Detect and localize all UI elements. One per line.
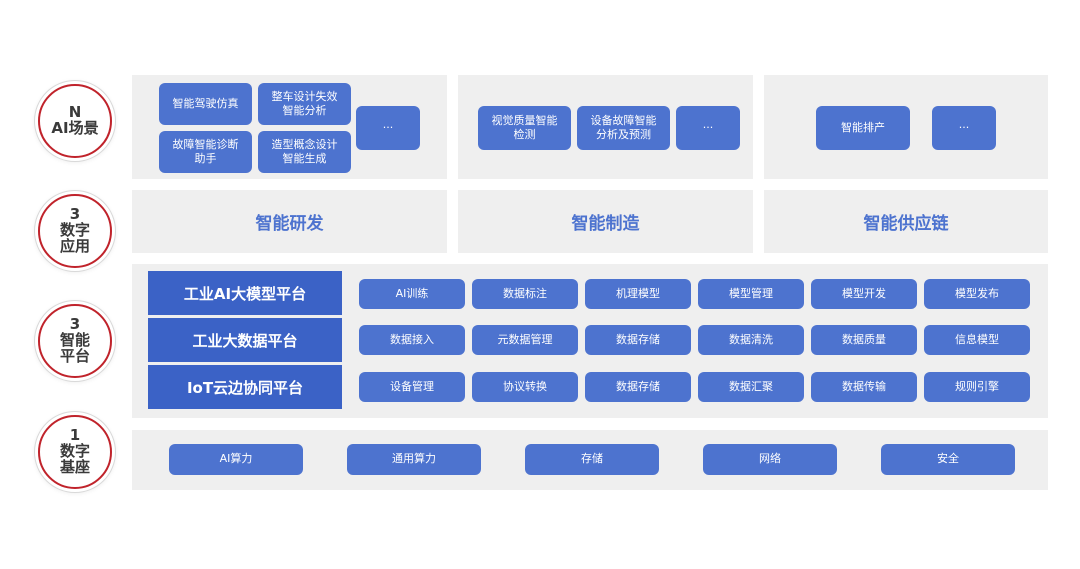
scenario-equipment-fault[interactable]: 设备故障智能 分析及预测 — [577, 106, 670, 150]
scenario-failure-analysis[interactable]: 整车设计失效 智能分析 — [258, 83, 351, 125]
foundation-item-storage[interactable]: 存储 — [525, 444, 659, 475]
platform-item[interactable]: 元数据管理 — [472, 325, 578, 355]
level-badge-intelligent-platform: 3 智能 平台 — [38, 304, 112, 378]
scenario-panel-rd: 智能驾驶仿真 整车设计失效 智能分析 故障智能诊断 助手 造型概念设计 智能生成… — [132, 75, 447, 179]
level-label-line2: 平台 — [59, 346, 90, 365]
platform-item[interactable]: 数据质量 — [811, 325, 917, 355]
foundation-item-network[interactable]: 网络 — [703, 444, 837, 475]
scenario-driving-simulation[interactable]: 智能驾驶仿真 — [159, 83, 252, 125]
platform-item[interactable]: AI训练 — [359, 279, 465, 309]
application-title: 智能制造 — [571, 214, 640, 234]
platform-item[interactable]: 数据存储 — [585, 372, 691, 402]
scenario-fault-diagnosis[interactable]: 故障智能诊断 助手 — [159, 131, 252, 173]
platform-item[interactable]: 模型发布 — [924, 279, 1030, 309]
level-badge-digital-applications: 3 数字 应用 — [38, 194, 112, 268]
platform-item[interactable]: 模型管理 — [698, 279, 804, 309]
platform-item[interactable]: 数据传输 — [811, 372, 917, 402]
platform-item[interactable]: 设备管理 — [359, 372, 465, 402]
platform-item[interactable]: 数据清洗 — [698, 325, 804, 355]
scenario-panel-manufacturing: 视觉质量智能 检测 设备故障智能 分析及预测 ··· — [458, 75, 753, 179]
platform-item[interactable]: 数据接入 — [359, 325, 465, 355]
foundation-item-ai-compute[interactable]: AI算力 — [169, 444, 303, 475]
platform-item[interactable]: 规则引擎 — [924, 372, 1030, 402]
level-number: 3 — [69, 205, 81, 224]
application-panel-rd: 智能研发 — [132, 190, 447, 253]
application-title: 智能供应链 — [863, 214, 949, 234]
application-title: 智能研发 — [255, 214, 324, 234]
scenario-more-button[interactable]: ··· — [676, 106, 740, 150]
level-label-line2: 应用 — [59, 236, 90, 255]
platform-item[interactable]: 数据汇聚 — [698, 372, 804, 402]
platform-item[interactable]: 数据标注 — [472, 279, 578, 309]
scenario-smart-scheduling[interactable]: 智能排产 — [816, 106, 910, 150]
application-panel-supply: 智能供应链 — [764, 190, 1048, 253]
level-number: 3 — [69, 315, 81, 334]
level-label: AI场景 — [51, 119, 99, 137]
platform-big-data[interactable]: 工业大数据平台 — [148, 318, 342, 362]
foundation-item-security[interactable]: 安全 — [881, 444, 1015, 475]
application-panel-manufacturing: 智能制造 — [458, 190, 753, 253]
level-label-line1: 数字 — [59, 221, 90, 240]
scenario-more-button[interactable]: ··· — [932, 106, 996, 150]
level-label-line1: 数字 — [59, 442, 90, 461]
platform-item[interactable]: 模型开发 — [811, 279, 917, 309]
scenario-more-button[interactable]: ··· — [356, 106, 420, 150]
platform-item[interactable]: 协议转换 — [472, 372, 578, 402]
platform-item[interactable]: 机理模型 — [585, 279, 691, 309]
scenario-panel-supply: 智能排产 ··· — [764, 75, 1048, 179]
level-label-line2: 基座 — [59, 457, 90, 476]
platform-ai-model[interactable]: 工业AI大模型平台 — [148, 271, 342, 315]
scenario-concept-design[interactable]: 造型概念设计 智能生成 — [258, 131, 351, 173]
foundation-item-general-compute[interactable]: 通用算力 — [347, 444, 481, 475]
level-label-line1: 智能 — [59, 331, 90, 350]
level-number: N — [68, 103, 82, 122]
platform-item[interactable]: 信息模型 — [924, 325, 1030, 355]
level-badge-ai-scenarios: N AI场景 — [38, 84, 112, 158]
level-badge-digital-foundation: 1 数字 基座 — [38, 415, 112, 489]
scenario-visual-inspection[interactable]: 视觉质量智能 检测 — [478, 106, 571, 150]
level-number: 1 — [69, 426, 81, 445]
platform-item[interactable]: 数据存储 — [585, 325, 691, 355]
platform-iot-edge[interactable]: IoT云边协同平台 — [148, 365, 342, 409]
